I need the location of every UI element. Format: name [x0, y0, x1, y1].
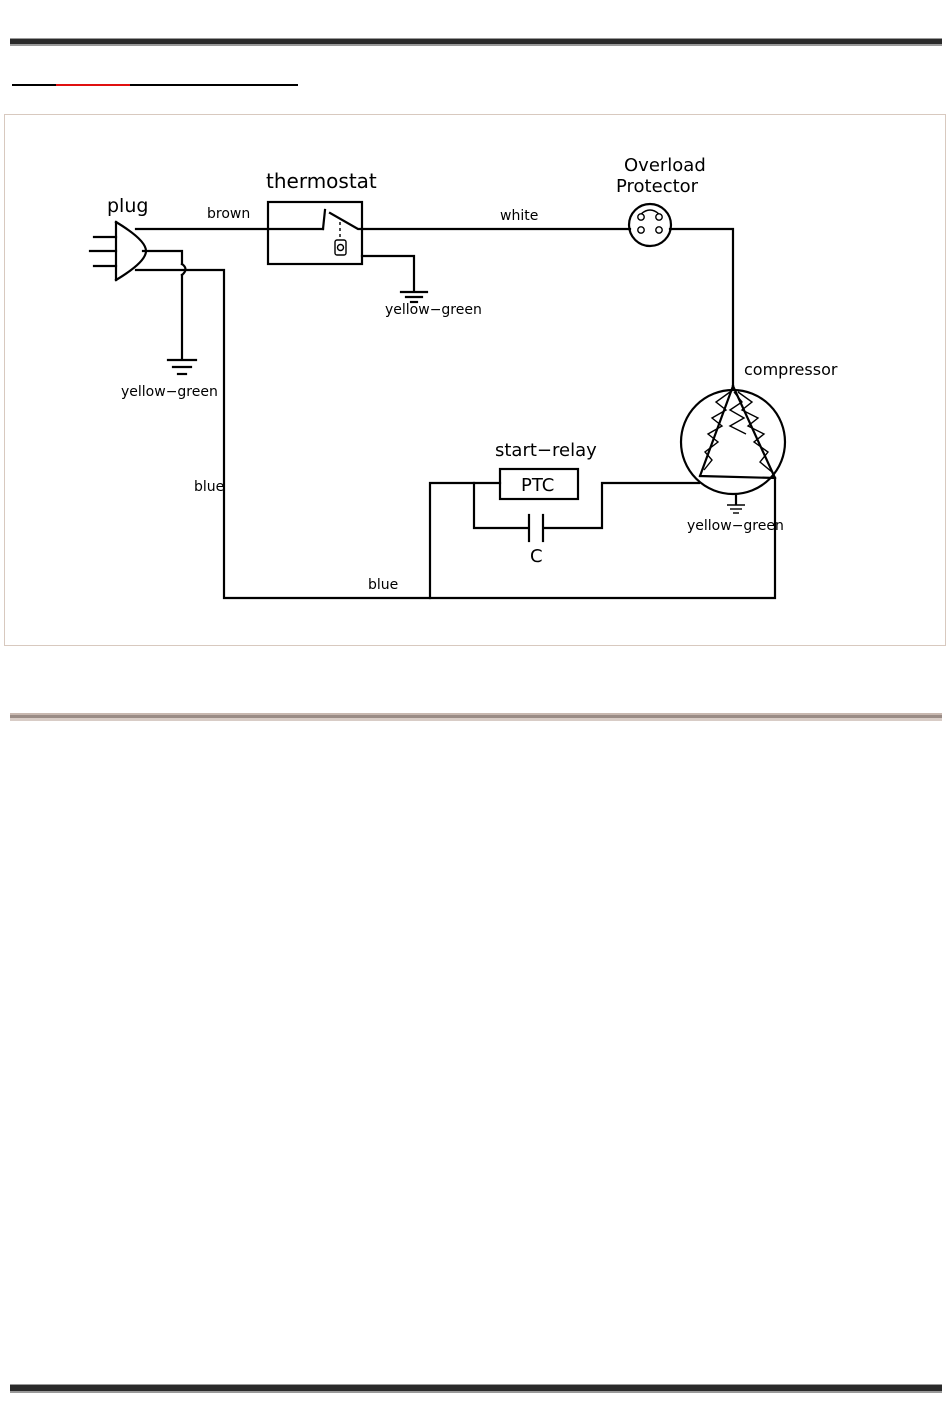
- plug-icon: [90, 222, 146, 280]
- overload-protector-icon: [629, 204, 671, 246]
- blue-label-left: blue: [194, 479, 224, 495]
- ground-icon: [401, 292, 427, 302]
- start-relay-label: start−relay: [495, 440, 597, 461]
- middle-rule: [10, 713, 942, 721]
- ground-icon: [168, 360, 196, 374]
- blue-wire: [136, 270, 775, 598]
- thermostat-bulb-icon: [335, 240, 346, 255]
- plug-ground-label: yellow−green: [121, 384, 218, 400]
- capacitor-label: C: [530, 546, 543, 567]
- capacitor-icon: [529, 515, 543, 541]
- ground-wire-plug: [143, 251, 182, 264]
- overload-to-compressor-wire: [670, 229, 733, 386]
- relay-left-wire: [430, 483, 500, 598]
- blue-label-bottom: blue: [368, 577, 398, 593]
- ground-wire-thermostat: [362, 256, 414, 290]
- compressor-label: compressor: [744, 360, 838, 379]
- compressor-ground-label: yellow−green: [687, 518, 784, 534]
- compressor-motor-icon: [681, 386, 785, 494]
- ground-icon: [727, 496, 745, 513]
- thermostat-ground-label: yellow−green: [385, 302, 482, 318]
- bottom-rule: [10, 1384, 942, 1393]
- ptc-label: PTC: [521, 475, 554, 496]
- thermostat-label: thermostat: [266, 169, 377, 193]
- thermostat-box: [268, 202, 362, 264]
- brown-label: brown: [207, 206, 250, 222]
- overload-label-line1: Overload: [624, 155, 706, 176]
- overload-label-line2: Protector: [616, 176, 699, 197]
- white-label: white: [500, 208, 538, 224]
- plug-label: plug: [107, 195, 148, 217]
